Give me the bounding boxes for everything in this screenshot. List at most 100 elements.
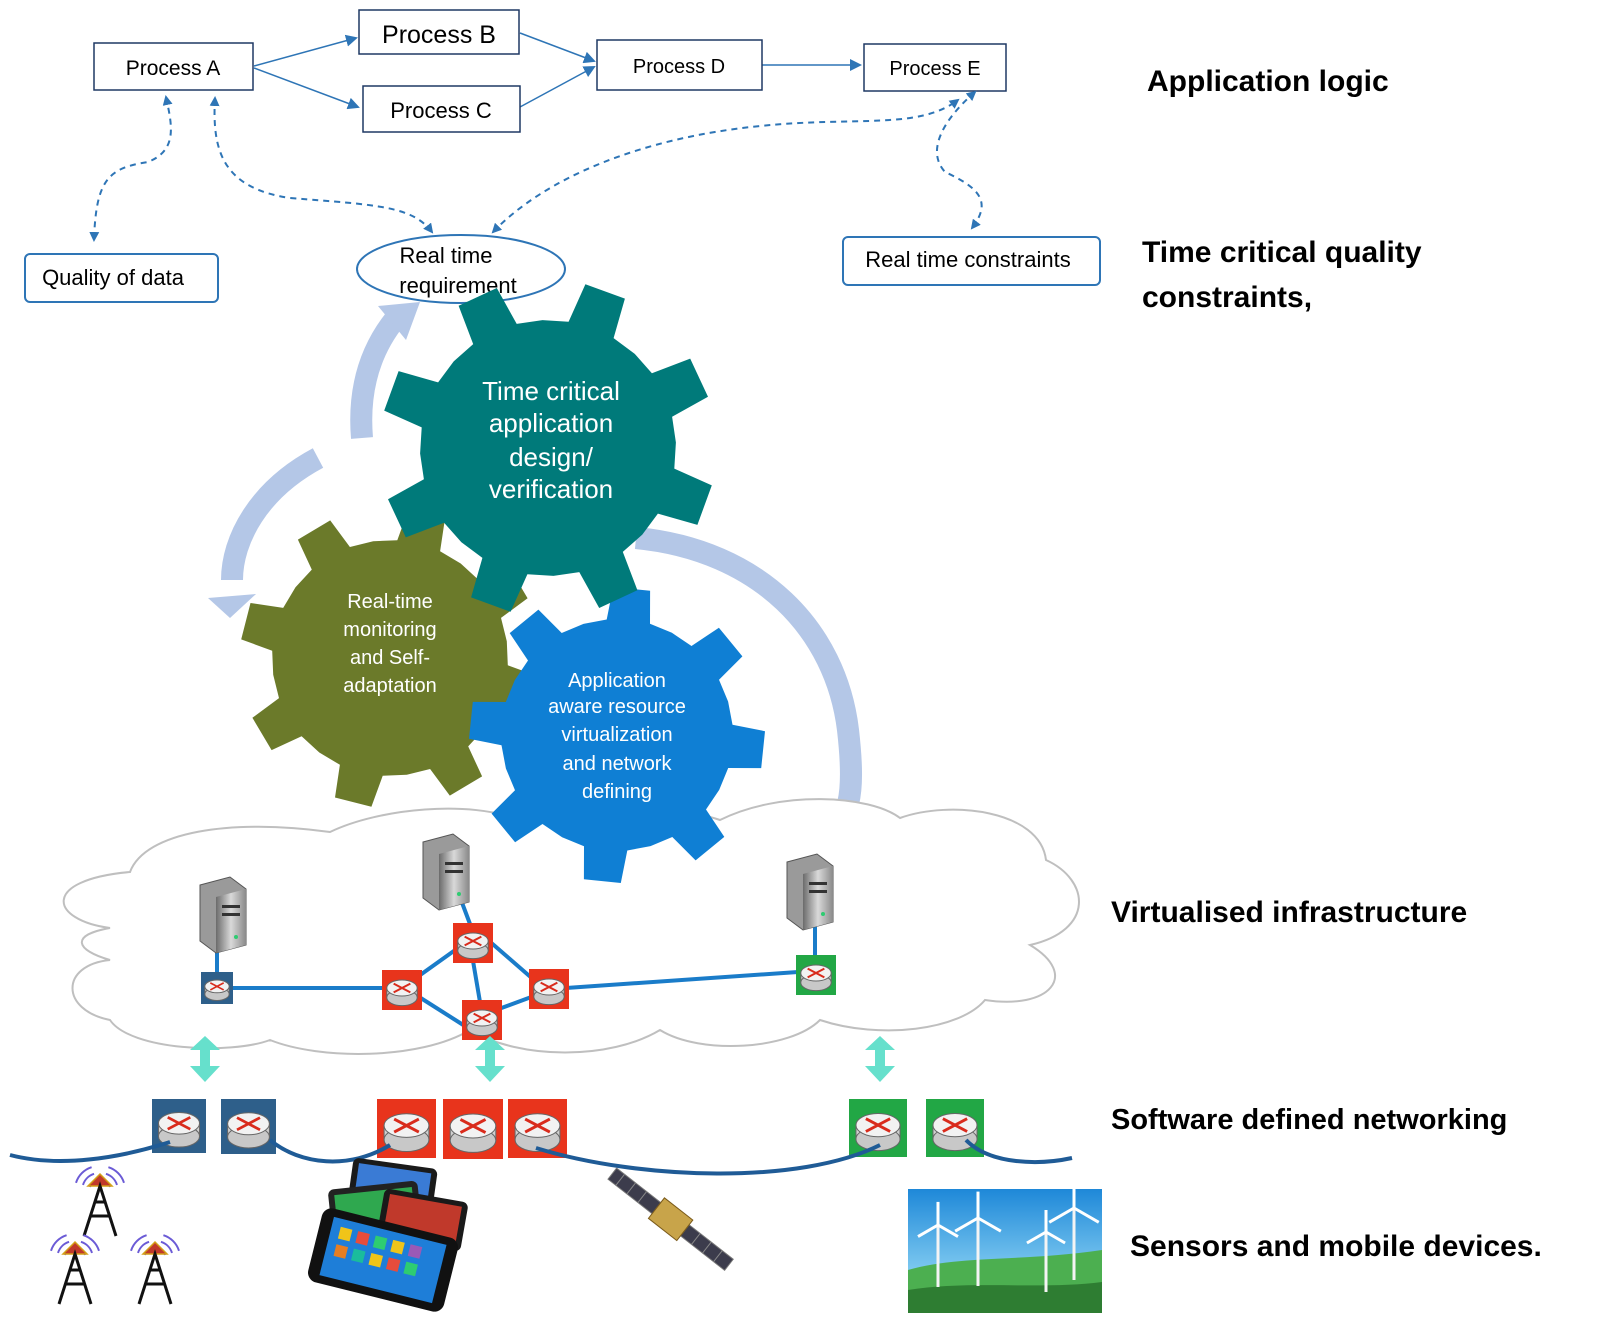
arrow-a-to-b — [253, 34, 358, 67]
router-cloud-3-icon — [453, 923, 493, 963]
process-c-label: Process C — [390, 98, 492, 123]
link-r2-r5 — [414, 993, 470, 1030]
label-time-critical-line2: constraints, — [1142, 281, 1312, 314]
router-sdn-1-icon — [152, 1099, 206, 1153]
label-application-logic: Application logic — [1147, 65, 1389, 98]
arrow-a-to-c — [253, 67, 360, 110]
cloud-links — [215, 891, 817, 1030]
teal-arrow-left-icon — [190, 1036, 220, 1082]
gear-blue-line1: Application — [568, 670, 666, 692]
gear-olive-line1: Real-time — [347, 591, 433, 613]
link-r5-r4 — [495, 994, 535, 1012]
router-sdn-5-icon — [508, 1099, 567, 1158]
link-r4-r6 — [565, 970, 799, 990]
gear-design-verification — [384, 284, 712, 612]
routers — [152, 923, 984, 1159]
wind-turbines — [917, 1179, 1100, 1292]
gear-olive-line4: adaptation — [343, 675, 436, 697]
link-requirement-e — [491, 98, 960, 234]
server-middle-icon — [422, 833, 470, 911]
gear-olive-line2: monitoring — [343, 619, 436, 641]
gear-blue-text: Application aware resource virtualizatio… — [548, 670, 686, 803]
gear-virtualization — [469, 587, 765, 883]
cycle-arrow-up-head — [378, 302, 420, 340]
router-sdn-7-icon — [926, 1099, 984, 1157]
process-a-box — [93, 42, 254, 91]
satellite-icon — [607, 1167, 734, 1271]
process-e-label: Process E — [889, 58, 980, 80]
gear-teal-line2: application — [489, 408, 613, 438]
link-r2-r3 — [414, 946, 460, 980]
gear-olive-shape — [241, 509, 539, 807]
label-sensors-mobile: Sensors and mobile devices. — [1130, 1230, 1542, 1263]
gear-blue-line2: aware resource — [548, 696, 686, 718]
label-time-critical-line1: Time critical quality — [1142, 236, 1422, 269]
servers — [199, 833, 834, 954]
process-a-label: Process A — [126, 57, 221, 80]
router-sdn-3-icon — [377, 1099, 436, 1158]
turbine-2 — [954, 1191, 1002, 1286]
label-software-defined-networking: Software defined networking — [1111, 1104, 1507, 1136]
router-sdn-4-icon — [443, 1099, 503, 1159]
tower-bottom-right-icon — [130, 1234, 180, 1305]
real-time-constraints-label: Real time constraints — [865, 247, 1070, 272]
gear-olive-text: Real-time monitoring and Self- adaptatio… — [343, 591, 436, 697]
gear-blue-line5: defining — [582, 781, 652, 803]
router-cloud-2-icon — [382, 970, 422, 1010]
real-time-requirement: Real time requirement — [356, 234, 566, 304]
real-time-constraints-box — [842, 236, 1101, 286]
quality-of-data-box — [24, 253, 219, 303]
constraint-boxes: Quality of data Real time constraints — [24, 236, 1101, 303]
gear-monitoring — [241, 509, 539, 807]
gear-teal-line4: verification — [489, 474, 613, 504]
link-a-quality — [89, 95, 173, 242]
process-d-box — [596, 39, 763, 91]
real-time-requirement-line1: Real time — [400, 243, 493, 268]
quality-of-data-label: Quality of data — [42, 265, 185, 290]
layer-labels: Application logic Time critical quality … — [1111, 65, 1542, 1263]
turbine-4 — [1048, 1179, 1100, 1280]
cycle-arrow-left-shaft — [221, 448, 324, 581]
real-time-requirement-ellipse — [356, 234, 566, 304]
gear-teal-line1: Time critical — [482, 376, 620, 406]
arrow-b-to-d — [519, 32, 596, 64]
gear-blue-line3: virtualization — [561, 724, 672, 746]
sdn-wave-4 — [964, 1138, 1073, 1164]
server-right-icon — [786, 853, 834, 931]
mobile-devices — [308, 1158, 468, 1312]
cycle-arrow-up-shaft — [350, 311, 405, 439]
process-e-box — [863, 43, 1007, 92]
link-r3-r4 — [486, 938, 536, 982]
gear-teal-line3: design/ — [509, 442, 594, 472]
tower-bottom-left-icon — [50, 1234, 100, 1305]
router-sdn-2-icon — [221, 1099, 276, 1154]
turbine-1 — [917, 1201, 959, 1287]
cell-towers — [50, 1166, 180, 1305]
process-b-box — [358, 9, 520, 55]
router-cloud-6-icon — [796, 955, 836, 995]
server-left-icon — [199, 876, 247, 954]
smartphone-icon — [308, 1208, 458, 1312]
router-cloud-1-icon — [201, 972, 233, 1004]
process-flow: Process A Process B Process C Process D … — [93, 9, 1007, 133]
process-b-label: Process B — [382, 21, 496, 49]
gear-teal-text: Time critical application design/ verifi… — [482, 376, 620, 504]
sdn-wave-3 — [535, 1143, 881, 1176]
router-cloud-5-icon — [462, 1000, 502, 1040]
teal-arrow-middle-icon — [475, 1036, 505, 1082]
gear-teal-shape — [384, 284, 712, 612]
sdn-wave-1 — [9, 1140, 171, 1163]
sdn-wave-2 — [268, 1138, 392, 1164]
router-cloud-4-icon — [529, 969, 569, 1009]
gear-blue-shape — [469, 587, 765, 883]
gear-olive-line3: and Self- — [350, 647, 430, 669]
cycle-arrow-left-head — [208, 594, 256, 618]
arrow-c-to-d — [519, 66, 596, 108]
sdn-backbone — [9, 1138, 1073, 1176]
wind-farm-image — [908, 1179, 1102, 1313]
process-d-label: Process D — [633, 56, 725, 78]
turbine-3 — [1026, 1210, 1066, 1292]
constraint-links — [89, 90, 983, 242]
